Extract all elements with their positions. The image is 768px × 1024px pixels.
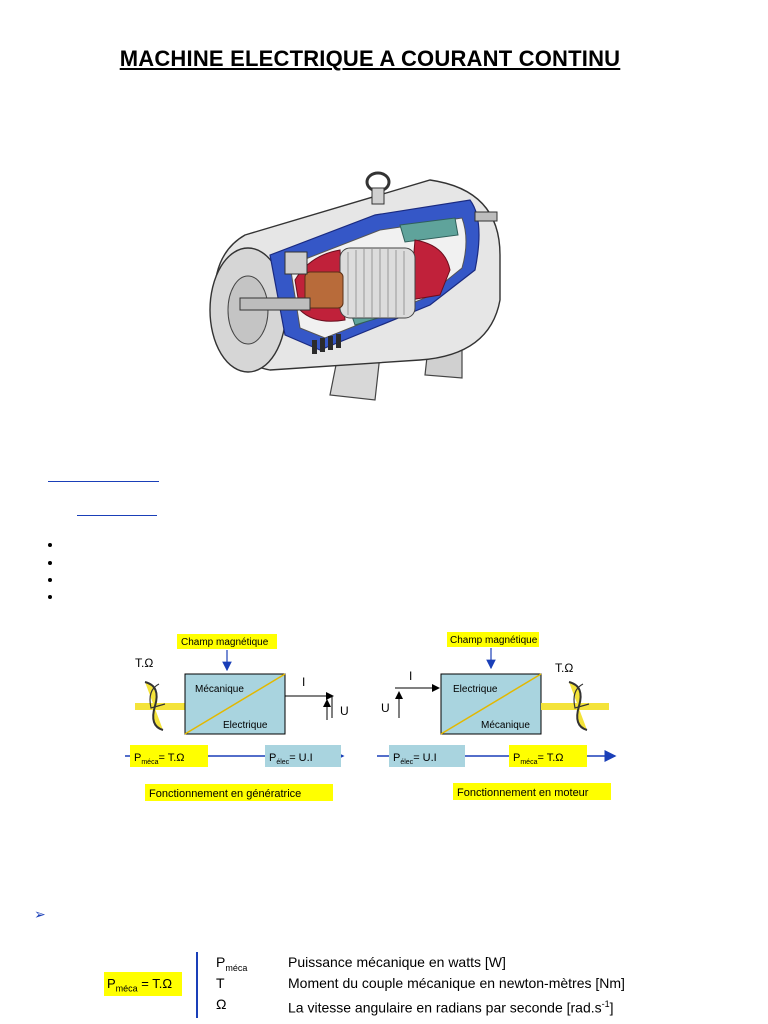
generator-caption: Fonctionnement en génératrice — [149, 788, 301, 800]
svg-text:Pméca= T.Ω: Pméca= T.Ω — [513, 752, 564, 766]
svg-text:Pélec= U.I: Pélec= U.I — [269, 752, 313, 766]
field-label: Champ magnétique — [181, 637, 269, 648]
svg-text:Pméca= T.Ω: Pméca= T.Ω — [134, 752, 185, 766]
torque-label: T.Ω — [135, 656, 153, 670]
torque-label: T.Ω — [555, 661, 573, 675]
motor-diagram: Champ magnétique T.Ω Electrique Mécaniqu… — [377, 632, 617, 800]
lower-label: Mécanique — [481, 720, 530, 731]
list-bullet — [48, 578, 52, 582]
arrow-bullet-icon: ➢ — [34, 906, 46, 922]
link-underline[interactable] — [77, 515, 157, 516]
field-label-bg — [177, 634, 277, 649]
current-label: I — [409, 669, 412, 683]
upper-label: Electrique — [453, 684, 498, 695]
upper-label: Mécanique — [195, 684, 244, 695]
field-label: Champ magnétique — [450, 635, 538, 646]
generator-diagram: Champ magnétique T.Ω Mécanique Electriqu… — [125, 634, 349, 801]
energy-conversion-diagram: Champ magnétique T.Ω Mécanique Electriqu… — [125, 632, 617, 801]
current-label: I — [302, 675, 305, 689]
voltage-label: U — [381, 701, 390, 715]
svg-text:Pélec= U.I: Pélec= U.I — [393, 752, 437, 766]
lower-label: Electrique — [223, 720, 268, 731]
list-bullet — [48, 561, 52, 565]
list-bullet — [48, 595, 52, 599]
page-title: MACHINE ELECTRIQUE A COURANT CONTINU — [119, 46, 621, 71]
power-formula: Pméca = T.Ω — [104, 972, 182, 996]
link-underline[interactable] — [48, 481, 159, 482]
dc-motor-illustration — [209, 171, 501, 401]
voltage-label: U — [340, 704, 349, 718]
motor-caption: Fonctionnement en moteur — [457, 787, 589, 799]
formula-divider — [196, 952, 198, 1018]
list-bullet — [48, 543, 52, 547]
